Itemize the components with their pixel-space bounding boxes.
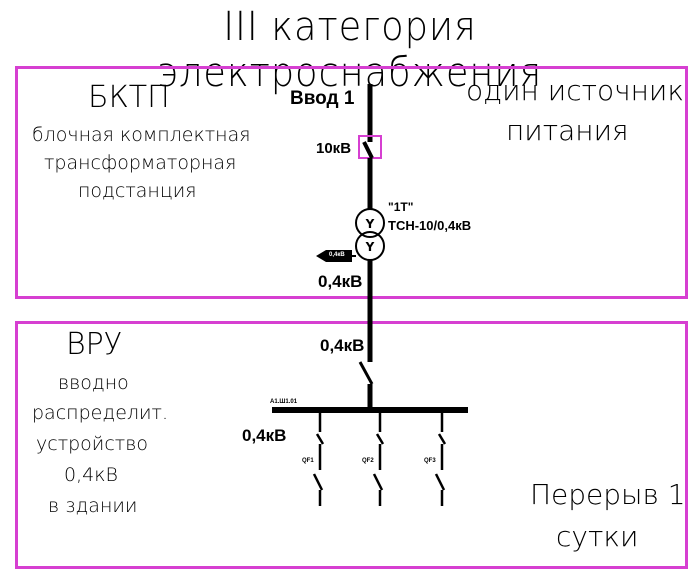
vru-input-breaker	[358, 361, 374, 385]
lv-voltage-label-bktp: 0,4кВ	[318, 272, 363, 291]
bktp-source-line2: питания	[506, 114, 629, 147]
winding-symbol-hv: Y	[365, 217, 375, 231]
input-label: Ввод 1	[290, 88, 355, 109]
aux-arrow-head	[316, 250, 326, 262]
vru-desc-line4: 0,4кВ	[64, 464, 118, 486]
aux-tag-label: 0,4кВ	[329, 252, 345, 258]
aux-tag-box	[326, 250, 352, 262]
vru-name: ВРУ	[66, 327, 123, 362]
bktp-desc-line1: блочная комплектная	[32, 124, 251, 146]
feeder-qf1	[312, 410, 325, 506]
transformer-winding-hv	[355, 208, 385, 238]
bktp-frame	[15, 66, 688, 299]
hv-voltage-label: 10кВ	[316, 140, 352, 157]
transformer-name: "1Т"	[388, 200, 414, 214]
vru-desc-line1: вводно	[58, 372, 129, 394]
busbar-tag: А1.Ш1.01	[270, 399, 298, 405]
vru-frame	[15, 321, 688, 569]
winding-symbol-lv: Y	[365, 240, 375, 254]
vru-outage-line2: сутки	[556, 520, 639, 553]
breaker-label-qf1: QF1	[302, 458, 314, 464]
feeder-qf3	[434, 410, 447, 506]
vru-desc-line3: устройство	[36, 433, 148, 455]
bktp-desc-line3: подстанция	[78, 180, 197, 202]
hv-switch-blade	[362, 141, 374, 159]
lv-voltage-label-vru: 0,4кВ	[320, 336, 365, 355]
breaker-label-qf3: QF3	[424, 458, 436, 464]
bktp-desc-line2: трансформаторная	[44, 152, 237, 174]
busbar-voltage-label: 0,4кВ	[242, 426, 287, 445]
feeder-qf2	[372, 410, 385, 506]
vru-desc-line5: в здании	[48, 495, 138, 517]
vru-outage-line1: Перерыв 1	[530, 478, 686, 511]
vru-desc-line2: распределит.	[32, 402, 169, 424]
page-title: III категория электроснабжения	[157, 4, 543, 96]
breaker-label-qf2: QF2	[362, 458, 374, 464]
transformer-type: ТСН-10/0,4кВ	[388, 218, 472, 233]
bktp-name: БКТП	[88, 80, 170, 115]
bktp-source-line1: один источник	[466, 74, 684, 107]
